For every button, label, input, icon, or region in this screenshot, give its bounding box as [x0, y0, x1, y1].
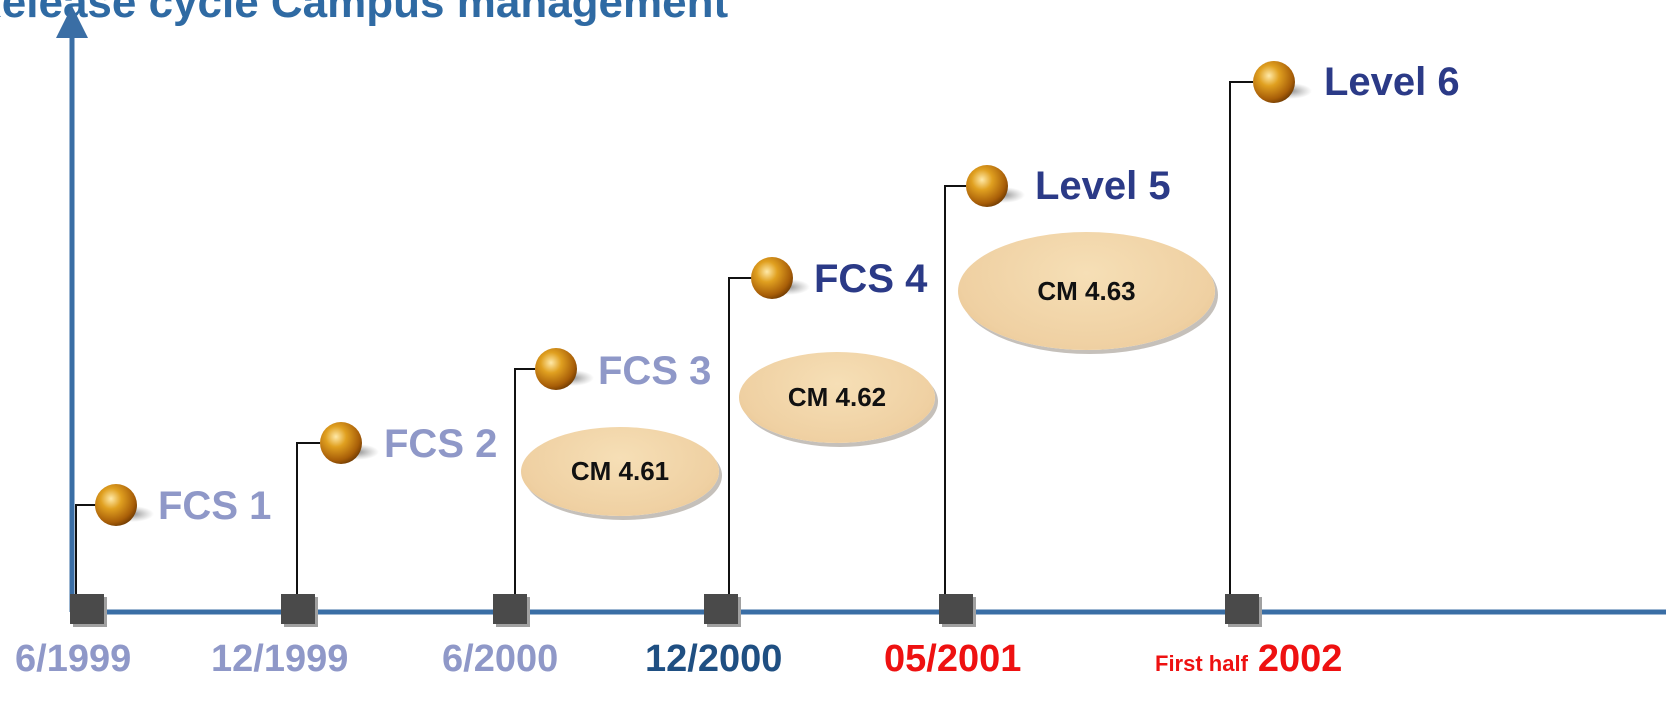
timeline-marker [939, 594, 976, 627]
milestone-label-fcs-1: FCS 1 [158, 484, 272, 528]
date-label: 12/1999 [211, 638, 349, 680]
milestone-label-fcs-2: FCS 2 [384, 422, 498, 466]
milestone-connector-2 [296, 442, 320, 605]
milestone-ball-icon [966, 165, 1025, 207]
cm-version-bubble: CM 4.62 [739, 352, 935, 443]
cm-version-bubble: CM 4.61 [521, 427, 719, 516]
milestone-ball-icon [535, 348, 594, 390]
milestone-label-fcs-3: FCS 3 [598, 349, 712, 393]
milestone-ball-icon [1253, 61, 1312, 103]
milestone-ball-icon [95, 484, 154, 526]
milestone-label-level-6: Level 6 [1324, 60, 1460, 104]
milestone-connector-5 [944, 185, 966, 605]
date-label: 12/2000 [645, 638, 783, 680]
timeline-marker [493, 594, 530, 627]
milestone-label-level-5: Level 5 [1035, 164, 1171, 208]
milestone-connector-4 [728, 277, 752, 605]
timeline-marker [704, 594, 741, 627]
cm-version-bubble: CM 4.63 [958, 232, 1215, 350]
timeline-marker [1225, 594, 1262, 627]
milestone-ball-icon [751, 257, 810, 299]
milestone-connector-6 [1229, 81, 1253, 605]
date-label-group: First half 2002 [1155, 640, 1342, 678]
timeline-marker [70, 594, 107, 627]
date-label: 6/2000 [442, 638, 559, 680]
cm-version-label: CM 4.61 [570, 456, 670, 486]
milestone-connector-3 [514, 368, 535, 605]
cm-version-label: CM 4.62 [787, 382, 887, 412]
page-title: Release cycle Campus management [0, 0, 729, 27]
vertical-axis-arrow-icon [56, 6, 88, 38]
date-label: 2002 [1257, 638, 1343, 680]
timeline-marker [281, 594, 318, 627]
milestone-ball-icon [320, 422, 379, 464]
date-prefix: First half [1155, 651, 1248, 676]
date-label: 6/1999 [15, 638, 132, 680]
milestone-label-fcs-4: FCS 4 [814, 257, 928, 301]
date-label: 05/2001 [884, 638, 1022, 680]
cm-version-label: CM 4.63 [1037, 275, 1136, 306]
milestone-connector-1 [75, 504, 96, 605]
